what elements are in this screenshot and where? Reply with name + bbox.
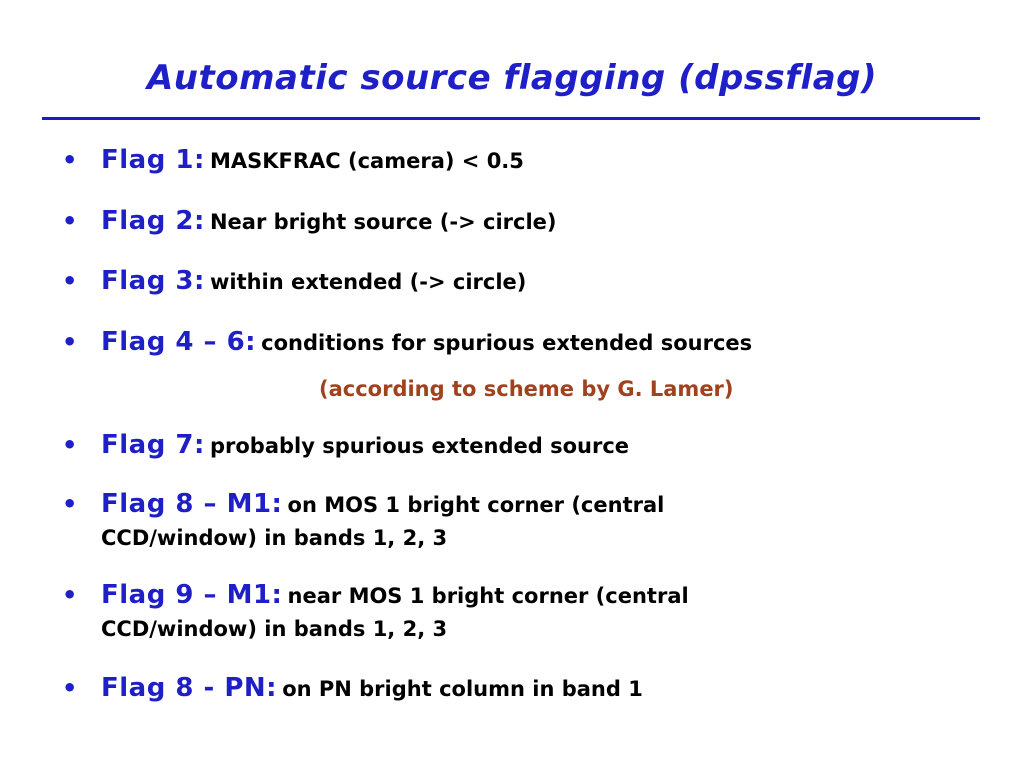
flag-description: near MOS 1 bright corner (central [287,584,689,608]
flag-description: on PN bright column in band 1 [282,677,643,701]
list-item-flag-7: • Flag 7: probably spurious extended sou… [62,425,982,468]
flag-label: Flag 1: [101,145,205,175]
list-item-flag-3: • Flag 3: within extended (-> circle) [62,261,982,304]
flag-description: probably spurious extended source [209,434,630,458]
list-item-flag-9-m1: • Flag 9 – M1: near MOS 1 bright corner … [62,577,982,642]
scheme-note: (according to scheme by G. Lamer) [319,377,734,401]
flag-description: within extended (-> circle) [209,270,527,294]
bullet-icon: • [62,146,78,174]
flag-label: Flag 2: [101,206,205,236]
list-item-flag-8-m1: • Flag 8 – M1: on MOS 1 bright corner (c… [62,486,982,551]
flag-description: on MOS 1 bright corner (central [287,493,665,517]
title-divider [42,117,980,120]
flag-description-continued: CCD/window) in bands 1, 2, 3 [101,617,448,641]
flag-label: Flag 8 – M1: [101,489,283,519]
bullet-icon: • [62,674,78,702]
bullet-icon: • [62,267,78,295]
flag-label: Flag 8 - PN: [101,673,278,703]
bullet-icon: • [62,431,78,459]
flag-list: • Flag 1: MASKFRAC (camera) < 0.5 • Flag… [62,140,982,711]
bullet-icon: • [62,581,78,609]
list-item-flag-8-pn: • Flag 8 - PN: on PN bright column in ba… [62,668,982,711]
flag-description: Near bright source (-> circle) [209,210,557,234]
flag-description: MASKFRAC (camera) < 0.5 [209,149,524,173]
bullet-icon: • [62,328,78,356]
slide-title: Automatic source flagging (dpssflag) [146,58,878,98]
bullet-icon: • [62,490,78,518]
flag-label: Flag 4 – 6: [101,327,257,357]
list-item-flag-2: • Flag 2: Near bright source (-> circle) [62,201,982,244]
flag-label: Flag 9 – M1: [101,580,283,610]
bullet-icon: • [62,207,78,235]
list-item-flag-4-6: • Flag 4 – 6: conditions for spurious ex… [62,322,982,409]
flag-description: conditions for spurious extended sources [261,331,753,355]
flag-description-continued: CCD/window) in bands 1, 2, 3 [101,526,448,550]
list-item-flag-1: • Flag 1: MASKFRAC (camera) < 0.5 [62,140,982,183]
flag-label: Flag 7: [101,430,205,460]
flag-label: Flag 3: [101,266,205,296]
